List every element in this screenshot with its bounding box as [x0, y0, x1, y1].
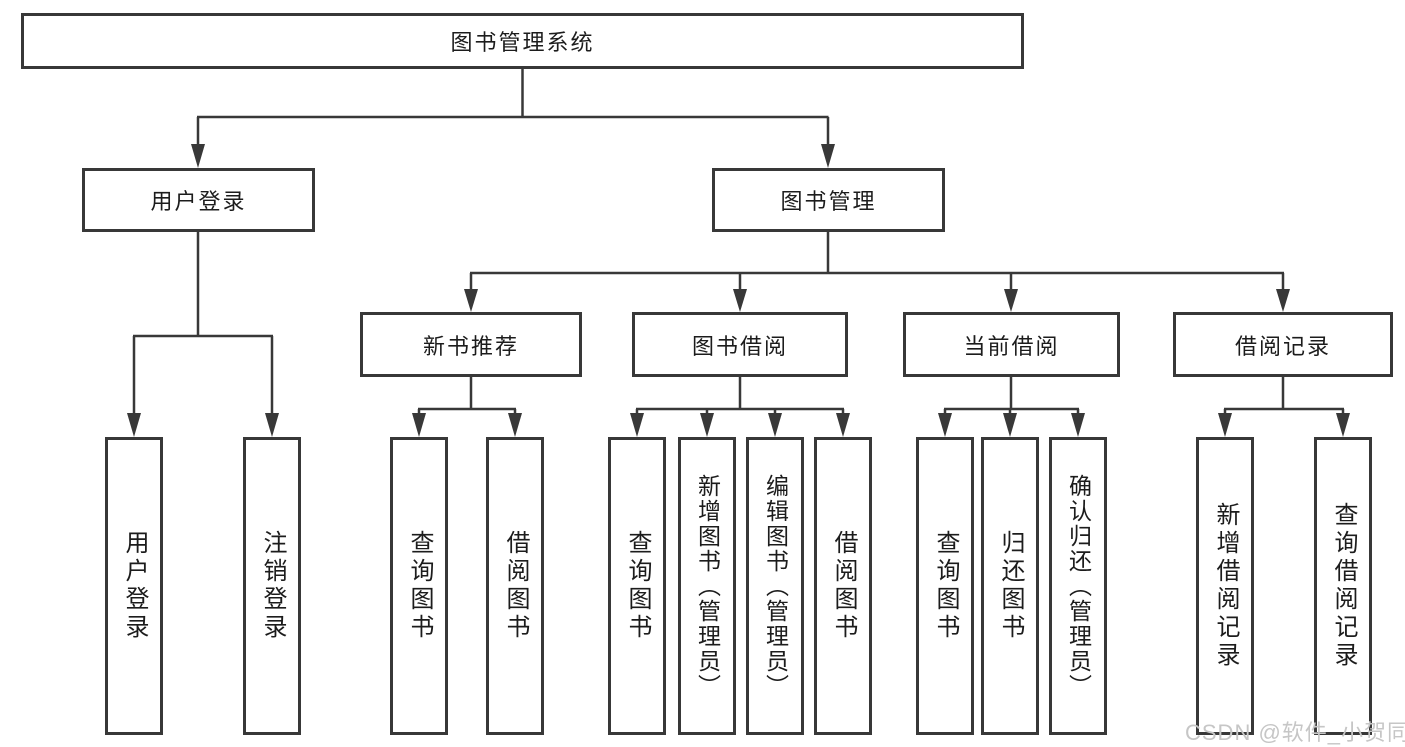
node-current-borrowing: 当前借阅	[903, 312, 1120, 377]
node-label: 图书管理系统	[450, 30, 595, 55]
node-label: 用户登录	[150, 189, 247, 214]
node-label: 注销登录	[259, 530, 286, 642]
node-label: 查询图书	[406, 530, 433, 642]
arrowheads	[127, 144, 1350, 437]
node-leaf-logout: 注销登录	[243, 437, 301, 735]
node-label: 编辑图书（管理员）	[762, 473, 789, 699]
node-leaf-newrec-query-book: 查询图书	[390, 437, 448, 735]
node-book-management: 图书管理	[712, 168, 945, 232]
node-label: 用户登录	[121, 530, 148, 642]
node-leaf-edit-book-admin: 编辑图书（管理员）	[746, 437, 804, 735]
node-leaf-query-borrow-record: 查询借阅记录	[1314, 437, 1372, 735]
node-leaf-add-book-admin: 新增图书（管理员）	[678, 437, 736, 735]
node-label: 当前借阅	[963, 333, 1060, 359]
node-leaf-return-book: 归还图书	[981, 437, 1039, 735]
node-library-management-system: 图书管理系统	[21, 13, 1024, 69]
node-label: 查询图书	[932, 530, 959, 642]
node-user-login-group: 用户登录	[82, 168, 315, 232]
node-label: 新书推荐	[422, 333, 519, 359]
node-label: 借阅图书	[830, 530, 857, 642]
node-label: 新增图书（管理员）	[694, 473, 721, 699]
node-label: 确认归还（管理员）	[1065, 473, 1092, 699]
node-book-borrowing: 图书借阅	[632, 312, 848, 377]
node-leaf-confirm-return-admin: 确认归还（管理员）	[1049, 437, 1107, 735]
node-label: 借阅记录	[1234, 333, 1331, 359]
node-label: 归还图书	[997, 530, 1024, 642]
node-label: 图书借阅	[691, 333, 788, 359]
node-borrowing-records: 借阅记录	[1173, 312, 1393, 377]
node-label: 查询图书	[624, 530, 651, 642]
watermark: CSDN @软件_小贺同学	[1185, 720, 1405, 745]
node-leaf-newrec-borrow-book: 借阅图书	[486, 437, 544, 735]
node-leaf-add-borrow-record: 新增借阅记录	[1196, 437, 1254, 735]
node-new-book-recommend: 新书推荐	[360, 312, 582, 377]
node-label: 新增借阅记录	[1212, 502, 1239, 670]
node-label: 查询借阅记录	[1330, 502, 1357, 670]
node-label: 借阅图书	[502, 530, 529, 642]
node-leaf-borrow-borrow-book: 借阅图书	[814, 437, 872, 735]
node-leaf-borrow-query-book: 查询图书	[608, 437, 666, 735]
node-leaf-current-query-book: 查询图书	[916, 437, 974, 735]
node-leaf-user-login: 用户登录	[105, 437, 163, 735]
node-label: 图书管理	[780, 189, 877, 214]
